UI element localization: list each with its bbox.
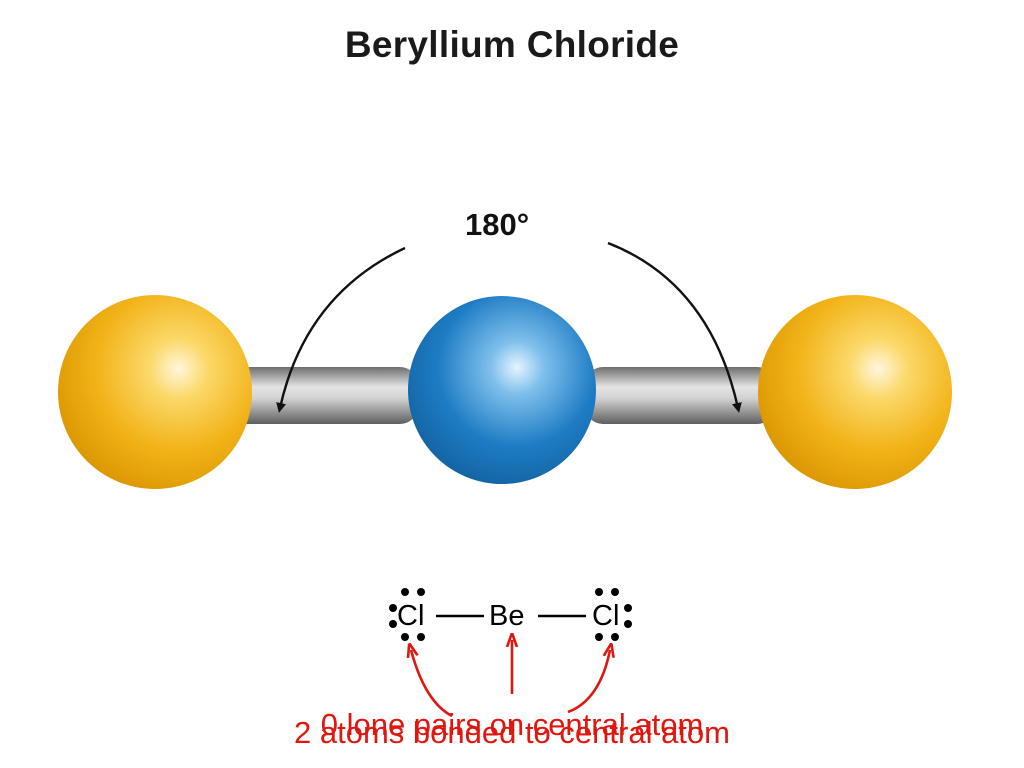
bond-right <box>585 367 775 424</box>
bonded-atoms-annotation: 2 atoms bonded to central atom <box>294 715 730 750</box>
beryllium-atom <box>408 296 596 484</box>
lewis-atom-cl-left: Cl <box>397 600 425 632</box>
annotation-arrow-left <box>411 650 453 718</box>
chlorine-atom-right <box>758 295 952 489</box>
angle-arrow-left <box>276 246 406 413</box>
lewis-atom-be: Be <box>489 600 525 632</box>
annotation-arrow-right <box>567 650 610 714</box>
bond-left <box>228 367 418 424</box>
lewis-atom-cl-right: Cl <box>592 600 620 632</box>
lone-pairs-annotation: 0 lone pairs on central atom <box>320 707 704 742</box>
angle-arrow-right <box>607 241 742 413</box>
page-title: Beryllium Chloride <box>344 24 680 65</box>
lone-pairs-left-cl <box>389 588 425 641</box>
lone-pairs-right-cl <box>595 588 632 641</box>
bond-angle-label: 180° <box>465 207 530 242</box>
chlorine-atom-left <box>58 295 252 489</box>
